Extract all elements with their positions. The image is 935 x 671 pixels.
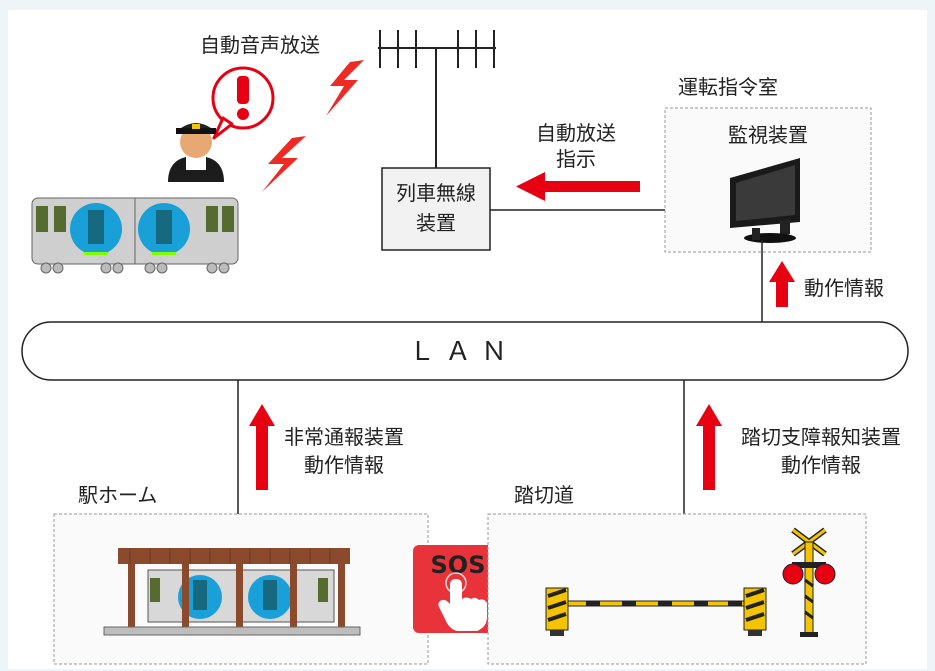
broadcast-instruction-label-1: 自動放送 bbox=[536, 121, 616, 145]
crossing-gate-icon bbox=[545, 587, 767, 636]
train-icon bbox=[31, 197, 239, 274]
crossing-up-arrow bbox=[696, 404, 722, 490]
auto-voice-broadcast-label: 自動音声放送 bbox=[200, 33, 320, 57]
crossing-alarm-label-1: 踏切支障報知装置 bbox=[741, 425, 901, 449]
control-operation-info-label: 動作情報 bbox=[804, 276, 884, 300]
station-platform-icon bbox=[103, 548, 361, 636]
platform-up-arrow bbox=[249, 404, 275, 490]
broadcast-instruction-label-2: 指示 bbox=[556, 147, 596, 171]
crossing-signal-icon bbox=[782, 527, 836, 637]
train-radio-label-2: 装置 bbox=[416, 211, 456, 235]
level-crossing-label: 踏切道 bbox=[514, 483, 574, 507]
station-platform-label: 駅ホーム bbox=[78, 483, 157, 507]
control-room-label: 運転指令室 bbox=[678, 75, 778, 99]
lan-bus bbox=[21, 321, 909, 381]
lan-label: ＬＡＮ bbox=[409, 337, 517, 367]
monitor-label: 監視装置 bbox=[728, 123, 808, 147]
alert-bubble-icon bbox=[211, 66, 275, 140]
monitor-icon bbox=[730, 158, 800, 243]
platform-alarm-label-2: 動作情報 bbox=[304, 453, 384, 477]
train-radio-label-1: 列車無線 bbox=[396, 181, 476, 205]
control-up-arrow bbox=[769, 261, 795, 307]
broadcast-instruction-arrow bbox=[516, 172, 640, 201]
lightning-icon bbox=[262, 60, 364, 192]
platform-alarm-label-1: 非常通報装置 bbox=[284, 425, 404, 449]
conductor-icon bbox=[168, 123, 224, 182]
antenna-icon bbox=[378, 30, 496, 168]
sos-button-icon: SOS bbox=[413, 545, 503, 633]
train-radio-box bbox=[381, 167, 491, 251]
sos-label: SOS bbox=[431, 551, 486, 579]
crossing-alarm-label-2: 動作情報 bbox=[781, 453, 861, 477]
